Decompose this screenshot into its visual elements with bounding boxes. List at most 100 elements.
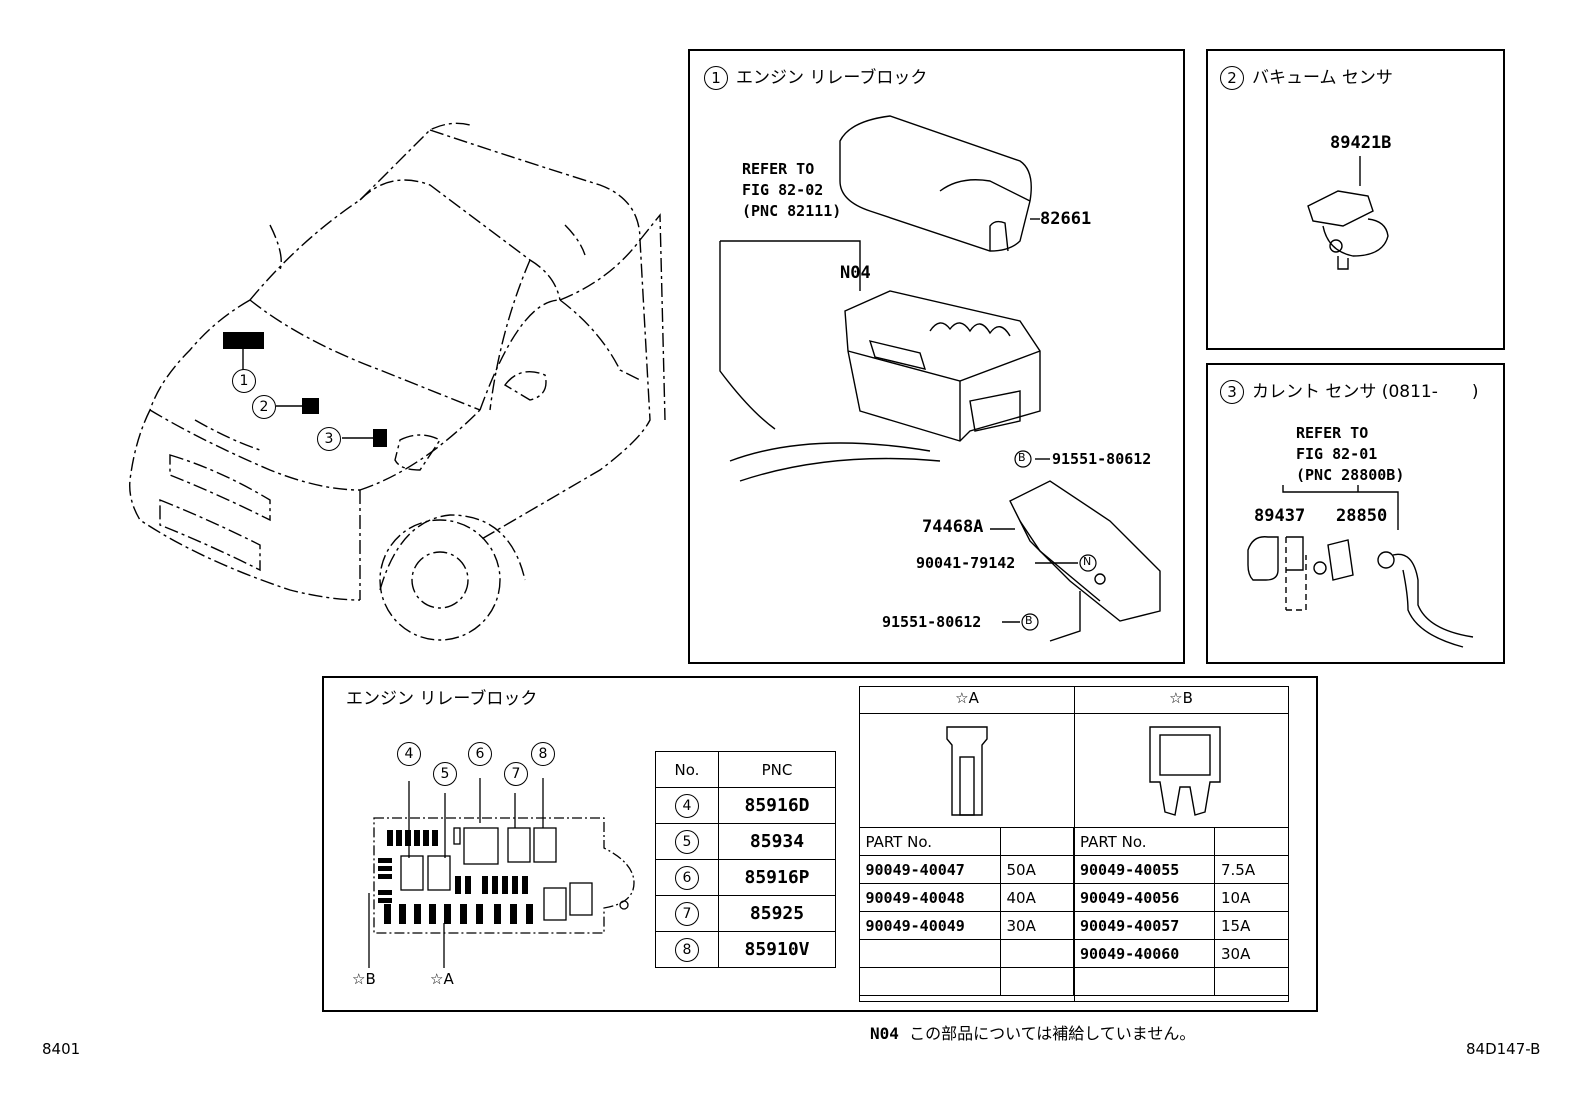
pnc-value: 85925 bbox=[718, 895, 836, 932]
callout-1-block bbox=[223, 332, 264, 349]
row-number: 6 bbox=[675, 865, 699, 890]
part-74468a: 74468A bbox=[922, 517, 984, 537]
table-row bbox=[858, 967, 1074, 996]
fuse-a-part: 90049-40047 bbox=[858, 855, 1001, 884]
footer-right-code: 84D147-B bbox=[1466, 1040, 1541, 1058]
relay-block-layout-panel: エンジン リレーブロック bbox=[322, 676, 1318, 1012]
pnc-header-no: No. bbox=[655, 751, 719, 788]
current-refer-line-1: REFER TO bbox=[1296, 424, 1369, 442]
relay-block-panel: 1 エンジン リレーブロック bbox=[688, 49, 1185, 664]
fuse-a-part-header: PART No. bbox=[858, 827, 1001, 856]
callout-2-block bbox=[302, 398, 319, 414]
fuse-a-part: 90049-40049 bbox=[858, 911, 1001, 940]
panel-title-text: バキューム センサ bbox=[1252, 68, 1393, 88]
layout-callout-4: 4 bbox=[397, 742, 421, 766]
pnc-value: 85910V bbox=[718, 931, 836, 968]
refer-line-1: REFER TO bbox=[742, 160, 815, 178]
marker-n: N bbox=[1083, 555, 1092, 568]
fuse-col-b-header: ☆B bbox=[1169, 689, 1193, 707]
part-28850: 28850 bbox=[1336, 506, 1388, 526]
fuse-a-amp: 50A bbox=[999, 855, 1074, 884]
fuse-a-amp: 30A bbox=[999, 911, 1074, 940]
fuse-b-amp: 7.5A bbox=[1214, 855, 1289, 884]
table-row: 7 85925 bbox=[655, 895, 836, 932]
vacuum-sensor-panel-title: 2 バキューム センサ bbox=[1220, 63, 1393, 90]
callout-3-block bbox=[373, 429, 387, 447]
vacuum-sensor-drawing bbox=[1307, 156, 1389, 270]
pnc-value: 85934 bbox=[718, 823, 836, 860]
layout-panel-title: エンジン リレーブロック bbox=[346, 689, 538, 709]
fuse-b-part: 90049-40060 bbox=[1073, 939, 1215, 968]
panel-number: 1 bbox=[704, 66, 728, 90]
layout-callout-7: 7 bbox=[504, 762, 528, 786]
star-b-label: ☆B bbox=[352, 970, 376, 988]
table-row: 5 85934 bbox=[655, 823, 836, 860]
table-row: 4 85916D bbox=[655, 787, 836, 824]
fuse-b-part-header: PART No. bbox=[1073, 827, 1215, 856]
fuse-illustrations bbox=[946, 726, 1221, 816]
fuse-a-amp: 40A bbox=[999, 883, 1074, 912]
fuse-a-part: 90049-40048 bbox=[858, 883, 1001, 912]
car-callout-2: 2 bbox=[252, 395, 276, 419]
pnc-header-pnc: PNC bbox=[718, 751, 836, 788]
current-refer-line-2: FIG 82-01 bbox=[1296, 445, 1378, 463]
pnc-value: 85916P bbox=[718, 859, 836, 896]
table-row bbox=[858, 939, 1074, 968]
row-number: 8 bbox=[675, 937, 699, 962]
vacuum-sensor-panel: 2 バキューム センサ 89421B bbox=[1206, 49, 1505, 350]
part-n04: N04 bbox=[840, 263, 871, 283]
panel-title-text: カレント センサ (0811- ) bbox=[1252, 382, 1479, 402]
part-82661: 82661 bbox=[1040, 209, 1092, 229]
star-a-label: ☆A bbox=[430, 970, 454, 988]
footer-left-code: 8401 bbox=[42, 1040, 81, 1058]
panel-number: 2 bbox=[1220, 66, 1244, 90]
refer-line-2: FIG 82-02 bbox=[742, 181, 824, 199]
footnote-code: N04 bbox=[870, 1024, 899, 1043]
fuse-b-amp: 15A bbox=[1214, 911, 1289, 940]
part-nut: 90041-79142 bbox=[916, 554, 1016, 572]
fuse-b-amp: 30A bbox=[1214, 939, 1289, 968]
car-callout-1: 1 bbox=[232, 369, 256, 393]
refer-line-3: (PNC 82111) bbox=[742, 202, 842, 220]
table-row: 8 85910V bbox=[655, 931, 836, 968]
layout-callout-8: 8 bbox=[531, 742, 555, 766]
car-callout-3: 3 bbox=[317, 427, 341, 451]
marker-b-top: B bbox=[1018, 451, 1026, 464]
fuse-b-part: 90049-40056 bbox=[1073, 883, 1215, 912]
fuse-b-part: 90049-40055 bbox=[1073, 855, 1215, 884]
panel-title-text: エンジン リレーブロック bbox=[736, 68, 928, 88]
layout-callout-6: 6 bbox=[468, 742, 492, 766]
pnc-table: No. PNC 4 85916D 5 85934 6 85916P 7 8592… bbox=[655, 751, 836, 968]
row-number: 4 bbox=[675, 793, 699, 818]
relay-block-drawing bbox=[719, 115, 1161, 642]
fuse-b-amp: 10A bbox=[1214, 883, 1289, 912]
current-sensor-panel-title: 3 カレント センサ (0811- ) bbox=[1220, 377, 1478, 404]
marker-b-bottom: B bbox=[1025, 614, 1033, 627]
table-row bbox=[1073, 967, 1289, 996]
panel-number: 3 bbox=[1220, 380, 1244, 404]
pnc-value: 85916D bbox=[718, 787, 836, 824]
part-bolt-bottom: 91551-80612 bbox=[882, 613, 982, 631]
part-89437: 89437 bbox=[1254, 506, 1306, 526]
current-sensor-panel: 3 カレント センサ (0811- ) REFER TO FIG 82-01 (P… bbox=[1206, 363, 1505, 664]
row-number: 7 bbox=[675, 901, 699, 926]
fuse-col-a-header: ☆A bbox=[955, 689, 979, 707]
row-number: 5 bbox=[675, 829, 699, 854]
current-refer-line-3: (PNC 28800B) bbox=[1296, 466, 1405, 484]
relay-block-panel-title: 1 エンジン リレーブロック bbox=[704, 63, 927, 90]
part-bolt-top: 91551-80612 bbox=[1052, 450, 1152, 468]
current-sensor-drawing bbox=[1247, 485, 1474, 648]
part-89421b: 89421B bbox=[1330, 133, 1392, 153]
footnote: N04 この部品については補給していません。 bbox=[870, 1020, 1195, 1044]
footnote-text: この部品については補給していません。 bbox=[909, 1024, 1196, 1043]
